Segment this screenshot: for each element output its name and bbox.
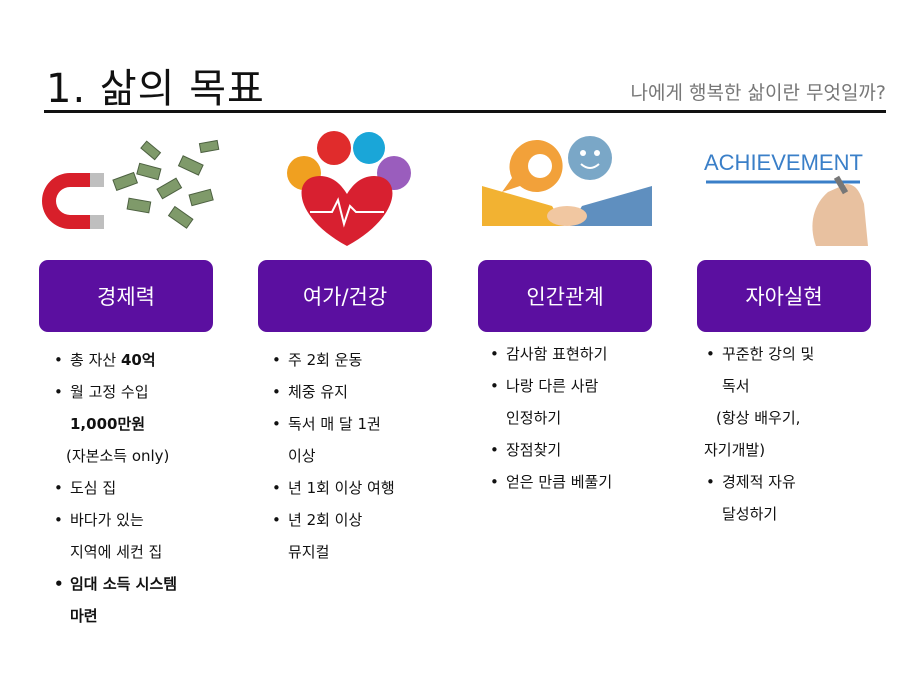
page-subtitle: 나에게 행복한 삶이란 무엇일까? <box>630 82 886 104</box>
list-item: 경제적 자유 <box>706 466 814 498</box>
list-item: (항상 배우기, <box>716 409 801 427</box>
list-item: 감사함 표현하기 <box>490 338 612 370</box>
category-label: 여가/건강 <box>302 285 388 309</box>
category-relationships: 인간관계 <box>478 260 652 332</box>
category-label: 경제력 <box>97 285 155 309</box>
list-item: 얻은 만큼 베풀기 <box>490 466 612 498</box>
category-leisure-health: 여가/건강 <box>258 260 432 332</box>
leisure-health-list: 주 2회 운동 체중 유지 독서 매 달 1권 이상 년 1회 이상 여행 년 … <box>272 344 395 568</box>
list-item: 년 1회 이상 여행 <box>272 472 395 504</box>
achievement-text: ACHIEVEMENT <box>704 150 863 175</box>
economy-list: 총 자산 40억 월 고정 수입 1,000만원 (자본소득 only) 도심 … <box>54 344 177 632</box>
list-item: 체중 유지 <box>272 376 395 408</box>
handshake-icon <box>482 136 652 226</box>
list-item: 년 2회 이상 <box>272 504 395 536</box>
title-divider <box>44 110 886 113</box>
list-item: 임대 소득 시스템 <box>54 568 177 600</box>
list-item: 도심 집 <box>54 472 177 504</box>
list-item: 독서 매 달 1권 <box>272 408 395 440</box>
list-item: 꾸준한 강의 및 <box>706 338 814 370</box>
list-item: (자본소득 only) <box>66 447 170 465</box>
list-item: 인정하기 <box>506 409 562 427</box>
list-item: 지역에 세컨 집 <box>70 543 163 561</box>
list-item: 나랑 다른 사람 <box>490 370 612 402</box>
list-item: 이상 <box>288 447 316 465</box>
achievement-icon: ACHIEVEMENT <box>704 150 868 246</box>
list-item: 자기개발) <box>704 441 766 459</box>
heart-health-icon <box>287 131 411 246</box>
money-magnet-icon <box>42 139 220 229</box>
list-item: 장점찾기 <box>490 434 612 466</box>
list-item: 월 고정 수입 <box>54 376 177 408</box>
list-item: 독서 <box>722 377 750 395</box>
self-realization-list: 꾸준한 강의 및 독서 (항상 배우기, 자기개발) 경제적 자유 달성하기 <box>704 338 814 530</box>
category-label: 자아실현 <box>745 285 823 309</box>
category-self-realization: 자아실현 <box>697 260 871 332</box>
list-item: 마련 <box>70 607 98 625</box>
list-item: 바다가 있는 <box>54 504 177 536</box>
list-item: 주 2회 운동 <box>272 344 395 376</box>
list-item: 달성하기 <box>722 505 778 523</box>
list-item: 뮤지컬 <box>288 543 330 561</box>
category-label: 인간관계 <box>526 285 604 309</box>
list-item: 총 자산 40억 <box>54 344 177 376</box>
category-economy: 경제력 <box>39 260 213 332</box>
list-item: 1,000만원 <box>70 415 146 433</box>
page-title: 1. 삶의 목표 <box>46 66 265 112</box>
relationships-list: 감사함 표현하기 나랑 다른 사람 인정하기 장점찾기 얻은 만큼 베풀기 <box>490 338 612 498</box>
